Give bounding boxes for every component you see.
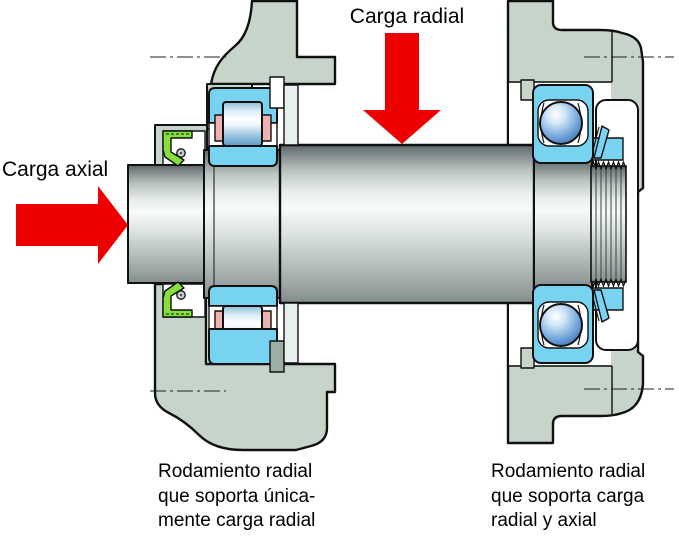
left-inner-ring-lower (208, 285, 278, 307)
left-housing-top-flange (209, 0, 337, 86)
right-caption-line-1: Rodamiento radial (491, 461, 646, 482)
radial-load-label: Carga radial (349, 5, 465, 28)
shaft (127, 143, 627, 305)
lock-washer-tab-lower (593, 289, 610, 323)
bolt-centerlines (150, 56, 674, 392)
thread-flank-lines (595, 170, 622, 278)
shaft-main (278, 143, 536, 305)
thread-crests-bottom (590, 277, 627, 288)
radial-seal-upper (162, 130, 193, 167)
roller-upper (222, 101, 263, 147)
left-outer-ring-lower (208, 328, 278, 365)
axial-load-arrow-icon (16, 186, 128, 264)
right-bearing-caption: Rodamiento radial que soporta carga radi… (491, 460, 645, 534)
axial-load-label: Carga axial (2, 158, 109, 181)
shaft-left-stub (127, 164, 205, 284)
left-bearing-caption: Rodamiento radial que soporta única- men… (158, 460, 315, 534)
right-caption-line-3: radial y axial (491, 510, 597, 531)
right-ball-bearing (532, 84, 594, 364)
load-arrows (16, 33, 441, 264)
retaining-tab-upper (269, 76, 285, 109)
left-caption-line-3: mente carga radial (158, 510, 316, 531)
right-caption-line-2: que soporta carga (491, 485, 645, 507)
spacer-ring-lower (283, 302, 299, 364)
ball-lower (539, 303, 583, 347)
shaft-right-bearing-seat (533, 159, 593, 289)
seal-spring-center-lower (179, 293, 183, 297)
shaft-left-bearing-seat (203, 149, 281, 299)
left-inner-ring-upper (208, 145, 278, 167)
left-retainers (269, 76, 299, 373)
seal-spring-center-upper (179, 151, 183, 155)
locknut-assembly (590, 125, 624, 323)
thread-crests-top (590, 160, 627, 171)
left-caption-line-2: que soporta única- (158, 485, 316, 507)
left-roller-bearing (208, 87, 278, 365)
spacer-ring-upper (283, 84, 299, 146)
radial-load-arrow-icon (363, 33, 441, 144)
shaft-threaded-end (590, 165, 627, 283)
radial-seal-lower (162, 281, 193, 318)
left-housing-bottom-flange (153, 282, 337, 452)
left-caption-line-1: Rodamiento radial (158, 461, 313, 482)
ball-upper (539, 101, 583, 145)
retaining-tab-lower (269, 340, 285, 373)
lock-washer-tab-upper (593, 125, 610, 159)
